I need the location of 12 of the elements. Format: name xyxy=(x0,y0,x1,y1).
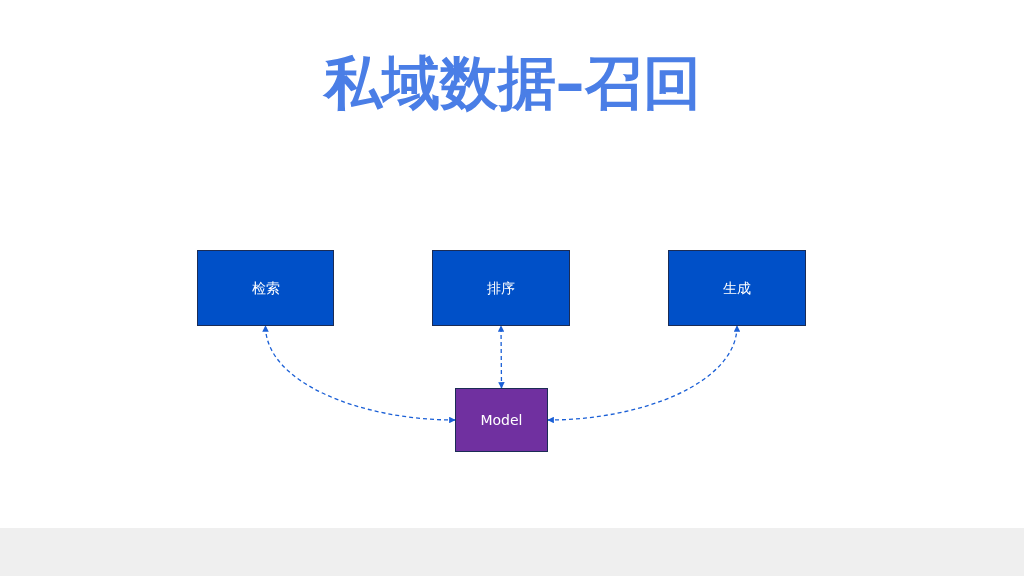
dashed-arrow xyxy=(263,325,456,424)
node-label: 排序 xyxy=(487,279,515,297)
dashed-arrow xyxy=(547,325,740,424)
node-label: 生成 xyxy=(723,279,751,297)
process-box xyxy=(432,250,570,326)
process-box xyxy=(197,250,334,326)
process-box xyxy=(668,250,806,326)
node-label: Model xyxy=(480,411,523,429)
model-box xyxy=(455,388,548,452)
node-label: 检索 xyxy=(251,279,280,297)
dashed-arrow xyxy=(497,325,505,389)
slide-title: 私域数据–召回 xyxy=(323,49,701,117)
